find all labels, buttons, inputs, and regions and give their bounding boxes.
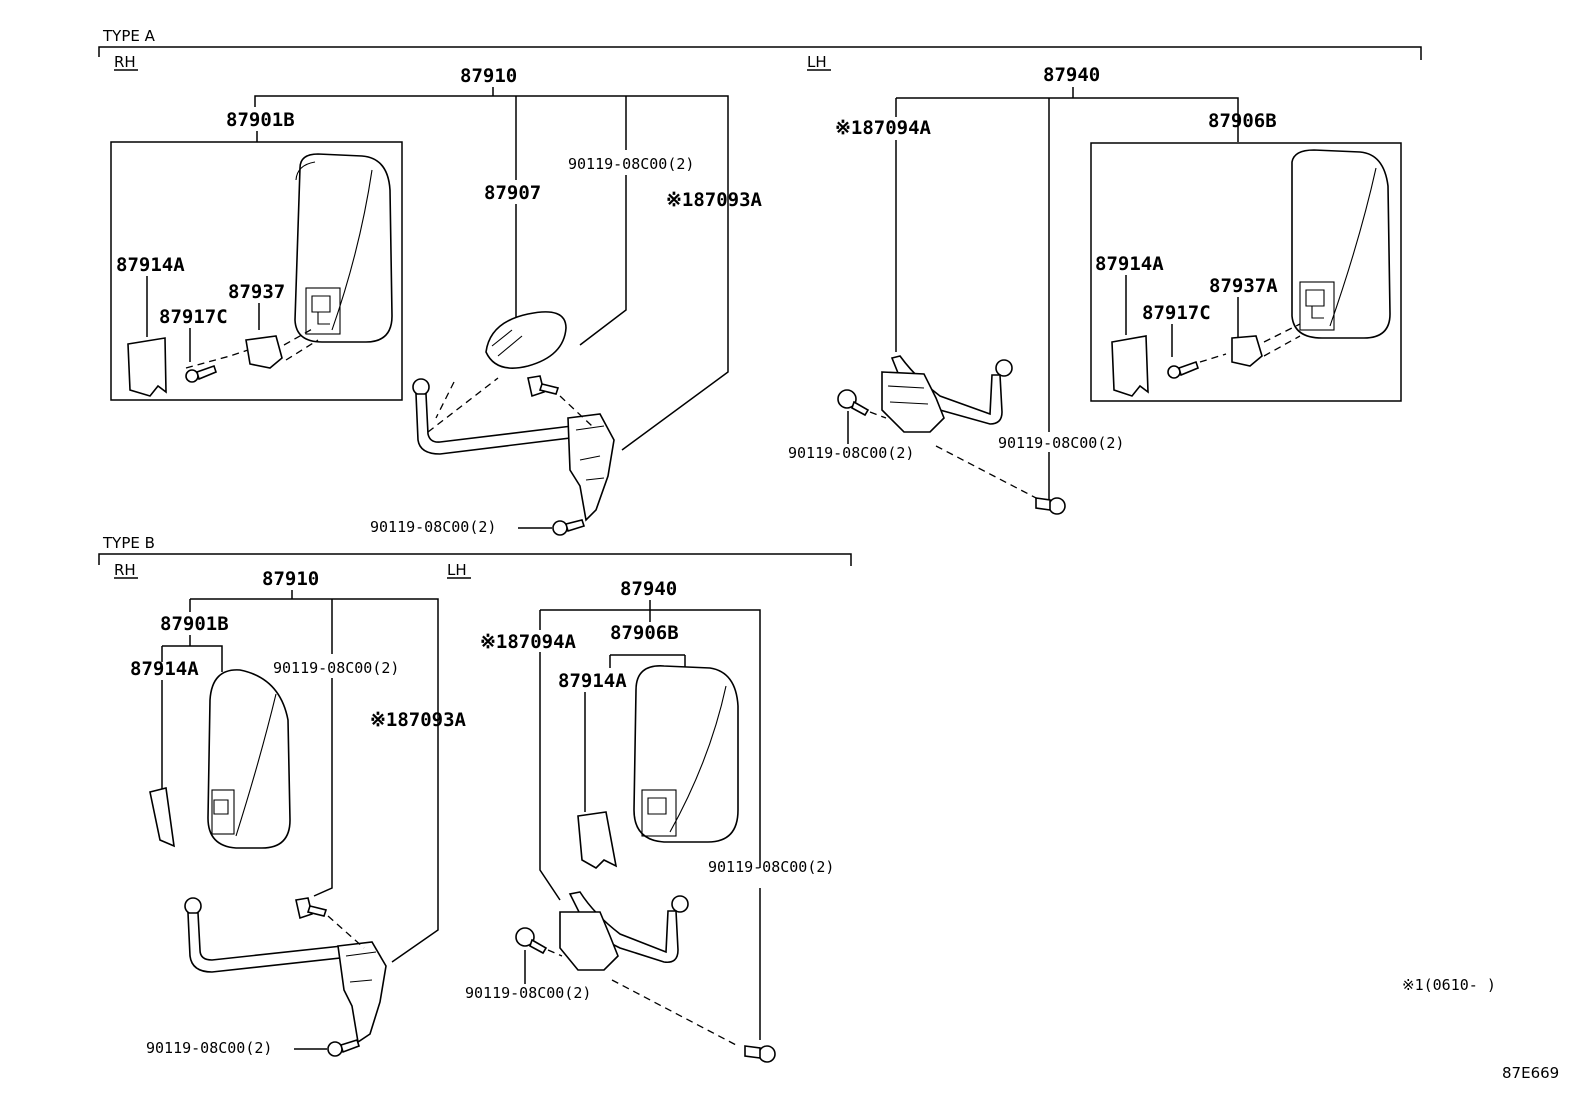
type-a-rh-cover-part — [127, 337, 167, 397]
type-a-lh-bracket-label: ※187094A — [835, 117, 932, 139]
type-a-rh-mirror-head — [294, 153, 393, 343]
type-a-lh-bolt-left-part — [837, 389, 870, 417]
type-b-lh-cover-label: 87914A — [558, 670, 627, 692]
type-b-rh-bracket-label: ※187093A — [370, 709, 467, 731]
type-a-lh-assembly-label: 87940 — [1043, 64, 1100, 86]
type-a-lh-bolt-left-label: 90119-08C00(2) — [788, 444, 914, 462]
type-b-lh-bolt-left-label: 90119-08C00(2) — [465, 984, 591, 1002]
type-a-lh-mirror-head — [1291, 149, 1391, 339]
type-b-lh-bolt-left-part — [515, 927, 548, 955]
type-a-rh-mirror-sub-label: 87901B — [226, 109, 295, 131]
type-a-rh-holder-label: 87937 — [228, 281, 285, 303]
type-a-rh-stay-label: 87907 — [484, 182, 541, 204]
type-a-title: TYPE A — [102, 27, 156, 45]
type-b-rh-assembly-label: 87910 — [262, 568, 319, 590]
type-a-rh-bolt-upper-label: 90119-08C00(2) — [568, 155, 694, 173]
type-a-lh-holder-label: 87937A — [1209, 275, 1278, 297]
type-a-rh-assembly-label: 87910 — [460, 65, 517, 87]
type-a-lh-cover-part — [1111, 335, 1149, 397]
type-b-lh-mirror-sub-label: 87906B — [610, 622, 679, 644]
type-a-lh-arm-part — [881, 355, 1013, 433]
type-b-rh-bolt-upper-part — [295, 897, 328, 920]
type-a-rh-stay-part — [485, 311, 567, 369]
type-b-lh-assembly-label: 87940 — [620, 578, 677, 600]
type-a-rh-screw-part — [185, 364, 217, 383]
type-a-rh-bolt-lower-part — [552, 519, 586, 536]
type-b-lh-mirror-head — [633, 665, 739, 843]
type-b-rh-arm-part — [184, 897, 387, 1044]
type-a-lh-bolt-right-label: 90119-08C00(2) — [998, 434, 1124, 452]
type-b-rh-bolt-lower-label: 90119-08C00(2) — [146, 1039, 272, 1057]
type-a-rh-screw-label: 87917C — [159, 306, 228, 328]
type-b-lh-cover-part — [577, 811, 618, 869]
type-a-lh-mirror-sub-label: 87906B — [1208, 110, 1277, 132]
type-a-rh-label: RH — [114, 53, 136, 71]
type-a-rh-bolt-lower-label: 90119-08C00(2) — [370, 518, 496, 536]
type-b-rh-mirror-sub-label: 87901B — [160, 613, 229, 635]
type-b-rh-bolt-upper-label: 90119-08C00(2) — [273, 659, 399, 677]
diagram-code: 87E669 — [1502, 1064, 1559, 1082]
type-a-rh-mirror-box — [110, 141, 403, 401]
type-b-rh-bolt-lower-part — [327, 1039, 361, 1057]
type-b-lh-arm-part — [559, 891, 689, 971]
footnote: ※1(0610- ) — [1402, 976, 1496, 994]
type-a-lh-mirror-box — [1090, 142, 1402, 402]
type-a-lh-cover-label: 87914A — [1095, 253, 1164, 275]
type-a-rh-holder-part — [245, 335, 283, 369]
type-a-lh-bolt-right-part — [1035, 497, 1066, 515]
type-b-rh-cover-label: 87914A — [130, 658, 199, 680]
type-a-lh-screw-label: 87917C — [1142, 302, 1211, 324]
type-b-rh-cover-part — [149, 787, 175, 848]
type-b-lh-label: LH — [447, 561, 467, 579]
type-b-rh-mirror-head — [207, 669, 291, 849]
type-b-bracket — [98, 553, 852, 566]
type-a-rh-bolt-upper-part — [527, 375, 560, 398]
type-a-rh-bracket-label: ※187093A — [666, 189, 763, 211]
type-b-lh-bolt-right-label: 90119-08C00(2) — [708, 858, 834, 876]
type-b-rh-label: RH — [114, 561, 136, 579]
type-b-title: TYPE B — [102, 534, 155, 552]
type-a-rh-cover-label: 87914A — [116, 254, 185, 276]
type-a-bracket — [98, 46, 1422, 60]
type-a-rh-arm-part — [412, 378, 615, 522]
type-a-lh-screw-part — [1167, 360, 1199, 379]
type-b-lh-bracket-label: ※187094A — [480, 631, 577, 653]
type-b-lh-bolt-right-part — [744, 1045, 776, 1063]
type-a-lh-holder-part — [1231, 335, 1263, 367]
type-a-lh-label: LH — [807, 53, 827, 71]
